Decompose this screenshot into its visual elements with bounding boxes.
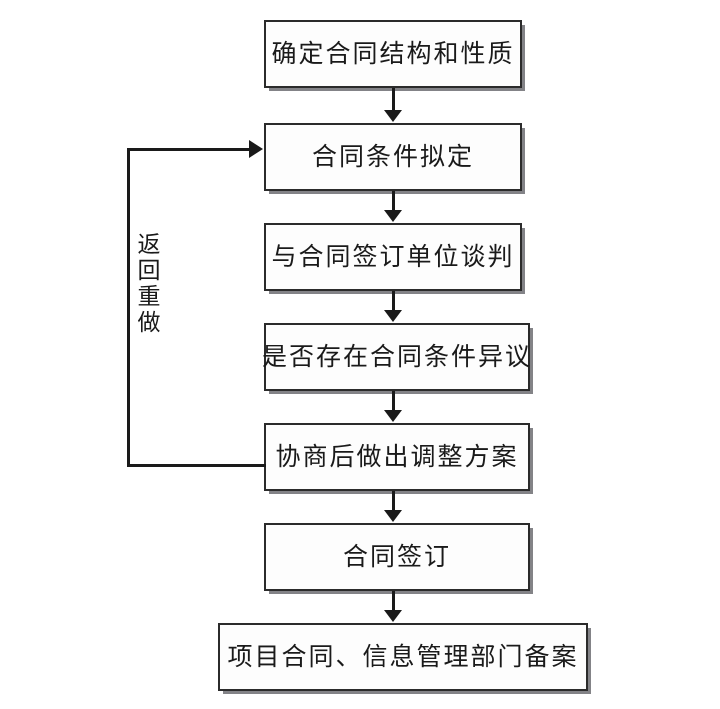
arrow-down-icon	[384, 510, 402, 522]
connector-line-4	[392, 491, 395, 512]
flow-node-label: 项目合同、信息管理部门备案	[227, 643, 579, 671]
feedback-loop-top-segment	[127, 148, 251, 151]
arrow-down-icon	[384, 610, 402, 622]
connector-line-1	[392, 191, 395, 212]
flow-node-adjustment-plan-after-negotiation[interactable]: 协商后做出调整方案	[264, 423, 530, 491]
flow-node-check-terms-objection[interactable]: 是否存在合同条件异议	[262, 323, 533, 391]
flow-node-draft-contract-terms[interactable]: 合同条件拟定	[264, 123, 522, 191]
feedback-loop-bottom-segment	[127, 464, 266, 467]
arrow-down-icon	[384, 410, 402, 422]
flow-node-negotiate-with-signing-party[interactable]: 与合同签订单位谈判	[264, 223, 522, 291]
flow-node-label: 确定合同结构和性质	[271, 40, 515, 68]
connector-line-2	[392, 291, 395, 312]
flow-node-label: 合同条件拟定	[311, 143, 474, 171]
connector-line-5	[392, 591, 395, 612]
flow-node-label: 与合同签订单位谈判	[271, 243, 515, 271]
arrow-right-icon	[249, 140, 263, 158]
flow-node-label: 合同签订	[342, 543, 451, 571]
flow-node-file-with-management-department[interactable]: 项目合同、信息管理部门备案	[218, 623, 588, 691]
connector-line-0	[392, 88, 395, 112]
feedback-loop-label: 返回重做	[134, 232, 159, 336]
feedback-loop-vertical-segment	[127, 148, 130, 467]
connector-line-3	[392, 391, 395, 412]
flow-node-determine-contract-structure[interactable]: 确定合同结构和性质	[264, 20, 522, 88]
flow-node-label: 是否存在合同条件异议	[262, 343, 533, 371]
flow-node-label: 协商后做出调整方案	[275, 443, 519, 471]
arrow-down-icon	[384, 110, 402, 122]
arrow-down-icon	[384, 210, 402, 222]
flow-node-sign-contract[interactable]: 合同签订	[264, 523, 530, 591]
arrow-down-icon	[384, 310, 402, 322]
